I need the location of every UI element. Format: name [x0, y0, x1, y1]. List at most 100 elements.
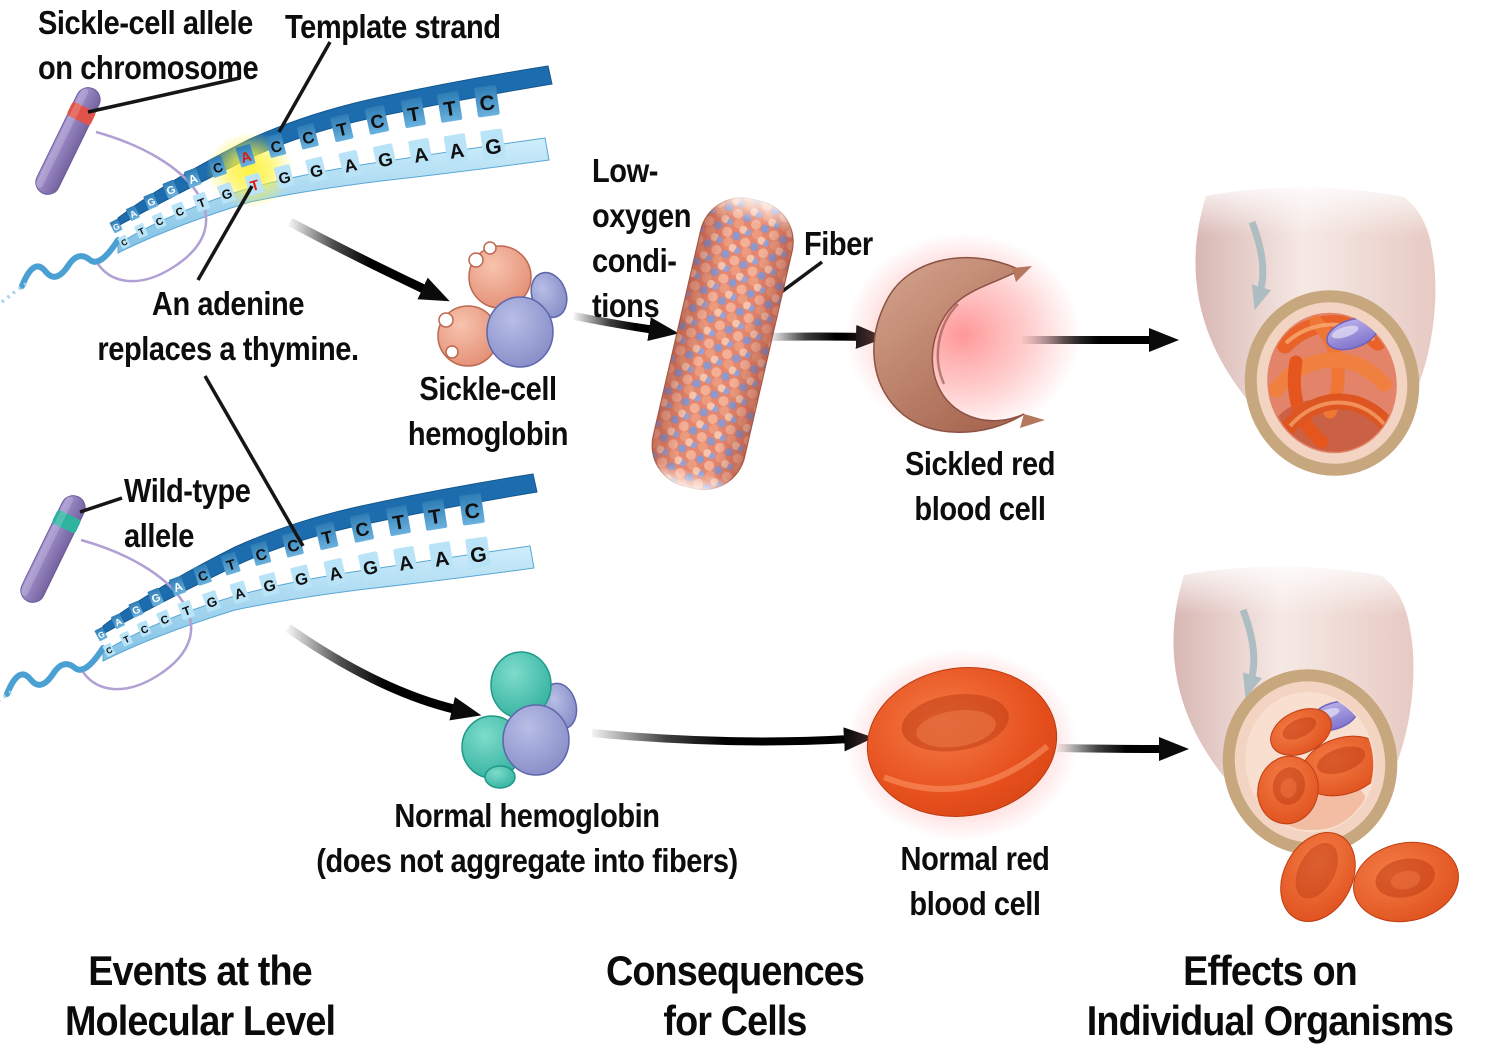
dna-base-letter: T: [391, 511, 407, 535]
dna-base-pair: TA: [401, 97, 433, 169]
sickled-red-blood-cell: [845, 233, 1081, 437]
dna-tab: [297, 123, 319, 150]
dna-base-letter: G: [205, 593, 220, 611]
leukocyte: [1326, 317, 1378, 351]
arrow-dna-to-sickle-hemoglobin: [287, 218, 450, 302]
dna-base-pair: GC: [94, 627, 116, 657]
dna-base-letter: C: [285, 536, 301, 556]
blood-vessel-normal-flow: [1161, 557, 1459, 923]
dna-base-pair: TA: [330, 113, 362, 179]
caption-line: Events at the: [88, 947, 312, 994]
dna-base-pair: GC: [109, 219, 131, 249]
caption-line: Consequences: [605, 947, 865, 994]
dna-base-letter: A: [448, 140, 466, 164]
sickle-hemoglobin-molecule: [437, 241, 568, 368]
caption-line: for Cells: [663, 997, 807, 1044]
dna-base-letter: G: [111, 221, 121, 233]
dna-tab: [330, 113, 354, 143]
chromosome-sickle: [30, 82, 106, 200]
label-line: (does not aggregate into fibers): [316, 842, 738, 879]
dna-tab: [168, 575, 187, 597]
dna-base-pair: TA: [437, 91, 469, 165]
wild-type-allele-label: Wild-type allele: [124, 468, 251, 558]
dna-base-pair: CG: [297, 123, 327, 183]
dna-base-letter: C: [154, 216, 165, 229]
dna-tab: [117, 234, 131, 249]
red-cell-outside: [1280, 832, 1356, 922]
dna-tab: [290, 564, 312, 591]
dna-tab: [136, 620, 152, 638]
dna-tab: [134, 223, 148, 239]
dna-base-pair: CG: [265, 133, 295, 189]
dna-base-letter: G: [361, 556, 380, 580]
leader-text-to-wild-dna: [203, 375, 305, 547]
dna-tab: [109, 219, 123, 234]
label-line: allele: [124, 517, 195, 554]
dna-base-pair: AT: [126, 205, 148, 239]
dna-base-letter: A: [433, 548, 451, 572]
dna-tab: [151, 212, 167, 230]
fiber-label: Fiber: [804, 221, 873, 266]
arrow-hemoglobin-to-fiber: [573, 312, 679, 342]
dna-base-letter: G: [96, 629, 106, 641]
dna-base-letter: T: [406, 103, 422, 127]
dna-base-pair: TA: [315, 521, 347, 587]
dna-tab: [258, 572, 280, 597]
dna-base-letter: T: [442, 98, 458, 122]
dna-base-pair: GC: [162, 179, 188, 221]
leader-adenine-to-text: [196, 185, 254, 281]
caption-line: Molecular Level: [64, 997, 336, 1044]
label-line: hemoglobin: [407, 415, 569, 452]
dna-base-letter: G: [308, 161, 325, 182]
dna-tab: [235, 144, 256, 168]
label-line: Normal red: [900, 840, 1050, 877]
dna-base-pair: CG: [474, 85, 506, 161]
label-line: blood cell: [909, 885, 1041, 922]
dna-base-letter: G: [484, 135, 503, 160]
blood-vessel-clogged: [1183, 178, 1449, 476]
chromosome-wild-type: [15, 490, 91, 608]
dna-tab: [474, 85, 500, 118]
dna-tab: [208, 156, 227, 178]
label-line: Template strand: [285, 8, 501, 45]
dna-base-letter: C: [104, 645, 114, 657]
dna-tab: [217, 182, 236, 204]
dna-tab: [193, 564, 212, 586]
dna-base-letter: G: [293, 569, 310, 590]
label-line: blood cell: [914, 490, 1046, 527]
label-line: Sickled red: [904, 445, 1056, 482]
dna-tab: [192, 191, 211, 213]
label-line: Sickle-cell allele: [38, 4, 253, 41]
dna-tab: [401, 97, 426, 129]
dna-base-letter: G: [150, 592, 163, 606]
dna-base-pair: GC: [128, 600, 152, 638]
dna-tab: [250, 541, 272, 566]
dna-base-letter: G: [165, 184, 178, 198]
dna-base-pair: CG: [282, 531, 312, 591]
red-cell-outside: [1353, 841, 1459, 923]
dna-base-letter: A: [128, 208, 139, 220]
dna-tab: [480, 128, 506, 161]
sickle-allele-label: Sickle-cell allele on chromosome: [38, 0, 259, 90]
dna-tab: [437, 91, 463, 123]
label-line: Low-: [592, 152, 658, 189]
dna-tab: [373, 143, 398, 173]
dna-base-pair: AT: [111, 613, 133, 647]
dna-base-letter: A: [113, 616, 124, 628]
dna-base-pair: CG: [349, 513, 383, 581]
dna-base-letter: C: [463, 499, 481, 524]
caption-line: Effects on: [1183, 947, 1358, 994]
dna-tab: [177, 599, 196, 621]
dna-base-pair: CG: [364, 105, 398, 173]
vessel-wall-ring: [1244, 290, 1420, 476]
dna-tab: [171, 201, 188, 221]
dna-base-letter: A: [342, 154, 359, 176]
leader-wild-type-allele: [79, 496, 123, 514]
dna-base-letter: G: [376, 148, 395, 172]
dna-base-pair: TA: [422, 499, 454, 573]
normal-hemoglobin-molecule: [461, 651, 578, 789]
dna-base-letter: C: [174, 205, 186, 219]
adenine-mutation-label: An adenine replaces a thymine.: [78, 281, 377, 371]
